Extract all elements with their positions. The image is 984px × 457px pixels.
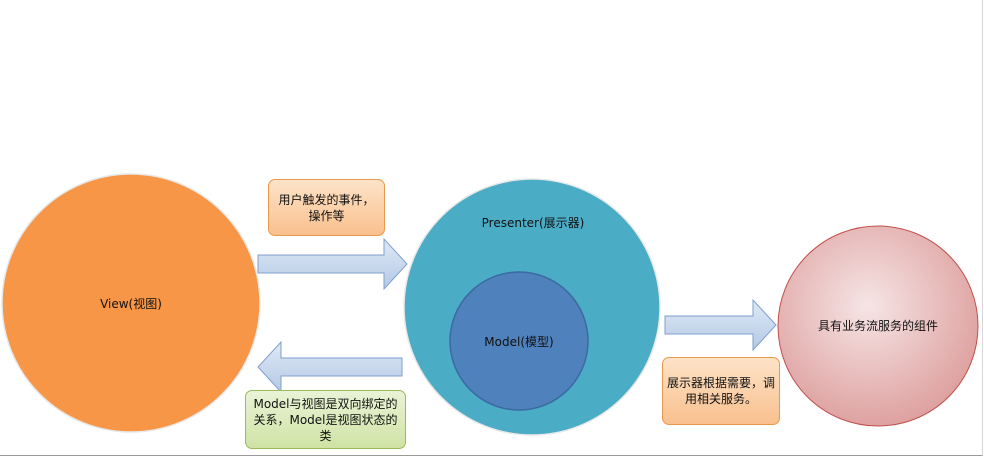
- services-circle: [777, 225, 979, 427]
- services-label: 具有业务流服务的组件: [817, 319, 938, 333]
- model-circle: [449, 271, 589, 411]
- arrow-presenter-to-services: [664, 298, 777, 352]
- presenter-label: Presenter(展示器): [481, 216, 585, 230]
- arrow-presenter-to-view: [257, 340, 403, 394]
- arrow-view-to-presenter: [257, 237, 408, 291]
- note-model-binding-text: Model与视图是双向绑定的关系，Model是视图状态的类: [253, 396, 398, 443]
- view-label: View(视图): [100, 297, 162, 311]
- note-user-events-text: 用户触发的事件，操作等: [278, 192, 375, 223]
- view-circle: [1, 173, 261, 433]
- note-model-binding: Model与视图是双向绑定的关系，Model是视图状态的类: [245, 390, 406, 449]
- model-label: Model(模型): [484, 335, 554, 349]
- note-presenter-calls: 展示器根据需要，调用相关服务。: [662, 357, 780, 425]
- note-presenter-calls-text: 展示器根据需要，调用相关服务。: [667, 376, 776, 406]
- note-user-events: 用户触发的事件，操作等: [268, 179, 385, 236]
